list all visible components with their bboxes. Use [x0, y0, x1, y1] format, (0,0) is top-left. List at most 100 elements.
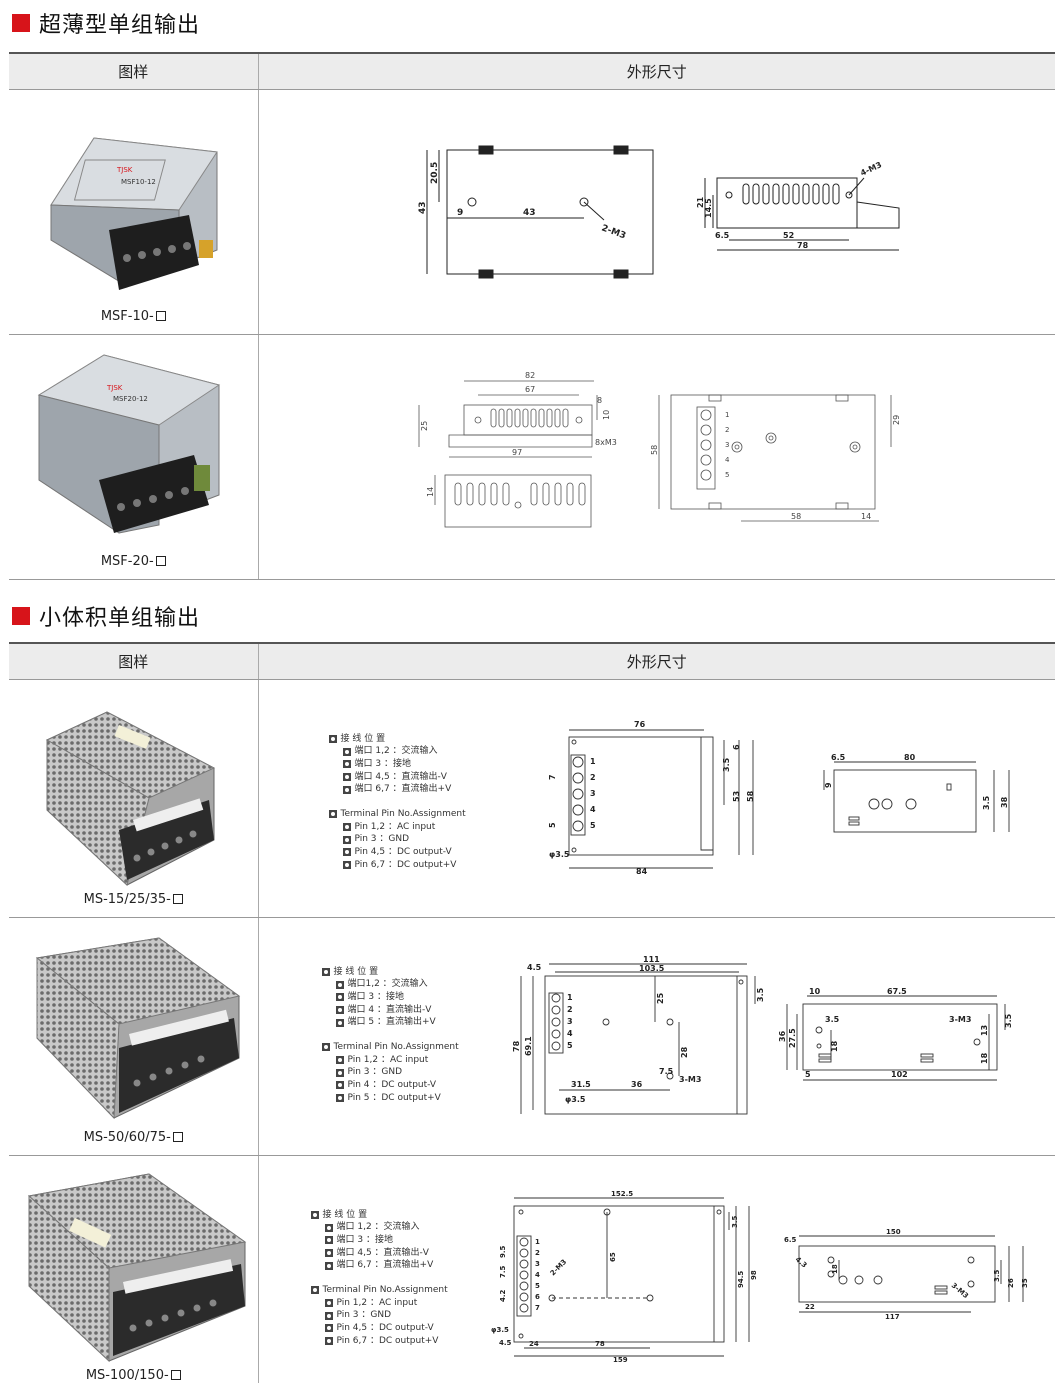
svg-text:150: 150	[886, 1228, 901, 1236]
svg-text:3.5: 3.5	[731, 1215, 739, 1228]
svg-text:76: 76	[634, 720, 646, 729]
dims-cell: 43 20.5 9 43 2-M3	[258, 89, 1055, 335]
dimension-drawing-msf10: 43 20.5 9 43 2-M3	[418, 145, 899, 278]
bullet-icon	[342, 823, 351, 832]
dimension-drawing-ms50: 4.5 111 103.5 3.5 78 69.1 25 28 31.5 36 …	[512, 955, 1013, 1114]
section-title-compact: 小体积单组输出	[12, 599, 200, 633]
checkbox-glyph-icon	[172, 1131, 183, 1142]
pin-assignment-list: 接 线 位 置 端口 1,2 ：交流输入 端口 3 ：接地 端口 4,5 ：直流…	[328, 733, 466, 872]
bullet-icon	[324, 1337, 333, 1346]
svg-text:38: 38	[1000, 796, 1009, 808]
model-caption: MSF-10-	[9, 309, 258, 324]
svg-text:3.5: 3.5	[982, 795, 991, 810]
dimension-drawing-ms100: 152.5 65 3.5 94.5 98 9.5 7.5 4.2 φ3.5 4.…	[491, 1190, 1029, 1364]
bullet-icon	[324, 1248, 333, 1257]
svg-text:94.5: 94.5	[737, 1270, 745, 1287]
checkbox-glyph-icon	[155, 310, 166, 321]
svg-text:2: 2	[725, 426, 729, 434]
svg-text:111: 111	[643, 955, 660, 964]
svg-text:43: 43	[418, 201, 428, 214]
svg-text:5: 5	[590, 821, 596, 830]
bullet-icon	[342, 747, 351, 756]
spec-table-ultrathin: 图样 外形尺寸 TJSK MSF10-12 MSF-10-	[9, 52, 1055, 580]
product-image-cell: MS-50/60/75-	[9, 917, 259, 1156]
svg-text:φ3.5: φ3.5	[549, 850, 570, 859]
svg-text:14.5: 14.5	[704, 197, 713, 217]
svg-text:43: 43	[523, 208, 536, 218]
svg-text:78: 78	[595, 1340, 605, 1348]
table-row: MS-50/60/75- 接 线 位 置 端口1,2 ：交流输入 端口 3 ：接…	[9, 917, 1055, 1156]
svg-text:3-M3: 3-M3	[949, 1281, 969, 1300]
svg-text:78: 78	[512, 1040, 521, 1052]
svg-text:3: 3	[590, 789, 596, 798]
checkbox-glyph-icon	[170, 1369, 181, 1380]
product-image-cell: MS-100/150-	[9, 1155, 259, 1383]
bullet-icon	[324, 1223, 333, 1232]
column-header-image: 图样	[9, 52, 259, 90]
section-title-ultrathin: 超薄型单组输出	[12, 6, 200, 40]
svg-text:14: 14	[426, 486, 435, 496]
svg-text:8: 8	[597, 396, 602, 405]
bullet-icon	[335, 980, 344, 989]
product-label: MSF10-12	[121, 178, 156, 186]
svg-text:102: 102	[891, 1070, 908, 1079]
svg-text:φ3.5: φ3.5	[491, 1326, 509, 1334]
bullet-icon	[335, 1081, 344, 1090]
svg-text:35: 35	[1021, 1278, 1029, 1288]
svg-text:5: 5	[567, 1041, 573, 1050]
svg-text:67: 67	[525, 385, 535, 394]
svg-text:φ3.5: φ3.5	[565, 1095, 586, 1104]
svg-text:3: 3	[567, 1017, 573, 1026]
svg-text:18: 18	[831, 1264, 839, 1274]
product-photo-msf10: TJSK MSF10-12	[50, 136, 218, 290]
product-image-cell: MS-15/25/35-	[9, 679, 259, 918]
bullet-icon	[342, 760, 351, 769]
product-image-cell: TJSK MSF20-12 MSF-20-	[9, 334, 259, 580]
svg-text:84: 84	[636, 867, 648, 876]
svg-text:1: 1	[725, 411, 729, 419]
dims-cell: 接 线 位 置 端口 1,2 ：交流输入 端口 3 ：接地 端口 4,5 ：直流…	[258, 679, 1055, 918]
svg-text:4-M3: 4-M3	[859, 160, 883, 178]
svg-text:36: 36	[778, 1030, 787, 1042]
svg-text:103.5: 103.5	[639, 964, 665, 973]
svg-text:1: 1	[590, 757, 596, 766]
svg-text:58: 58	[791, 512, 801, 521]
svg-text:25: 25	[656, 992, 665, 1004]
product-photo-ms50	[35, 936, 241, 1119]
bullet-icon	[335, 1005, 344, 1014]
dimension-drawing-msf20: 82 67 8 10 25 8xM3 97 14	[418, 371, 901, 527]
bullet-icon	[342, 835, 351, 844]
svg-text:7: 7	[535, 1304, 540, 1312]
svg-text:6.5: 6.5	[784, 1236, 797, 1244]
svg-text:67.5: 67.5	[887, 987, 907, 996]
bullet-icon	[328, 734, 337, 743]
svg-text:3-M3: 3-M3	[949, 1015, 971, 1024]
dims-cell: 接 线 位 置 端口 1,2 ：交流输入 端口 3 ：接地 端口 4,5 ：直流…	[258, 1155, 1055, 1383]
svg-text:3.5: 3.5	[722, 757, 731, 772]
product-photo-ms15	[45, 710, 216, 886]
svg-text:20.5: 20.5	[430, 161, 440, 183]
svg-text:4: 4	[725, 456, 730, 464]
table-row: MS-15/25/35- 接 线 位 置 端口 1,2 ：交流输入 端口 3 ：…	[9, 679, 1055, 918]
column-header-image: 图样	[9, 642, 259, 680]
bullet-icon	[321, 1043, 330, 1052]
section-title-text: 超薄型单组输出	[39, 13, 201, 38]
svg-text:10: 10	[602, 409, 611, 419]
table-row: MS-100/150- 接 线 位 置 端口 1,2 ：交流输入 端口 3 ：接…	[9, 1155, 1055, 1383]
bullet-icon	[324, 1236, 333, 1245]
svg-text:53: 53	[732, 790, 741, 801]
svg-text:24: 24	[529, 1340, 539, 1348]
bullet-icon	[324, 1324, 333, 1333]
bullet-icon	[335, 993, 344, 1002]
svg-text:10: 10	[809, 987, 821, 996]
model-caption: MS-50/60/75-	[9, 1130, 258, 1145]
svg-text:36: 36	[631, 1080, 643, 1089]
svg-text:9: 9	[457, 208, 463, 218]
svg-text:4.2: 4.2	[499, 1289, 507, 1302]
svg-text:97: 97	[512, 448, 522, 457]
brand-logo: TJSK	[106, 384, 123, 392]
svg-text:2: 2	[535, 1249, 540, 1257]
svg-text:9: 9	[824, 782, 833, 788]
svg-text:31.5: 31.5	[571, 1080, 591, 1089]
bullet-icon	[342, 848, 351, 857]
